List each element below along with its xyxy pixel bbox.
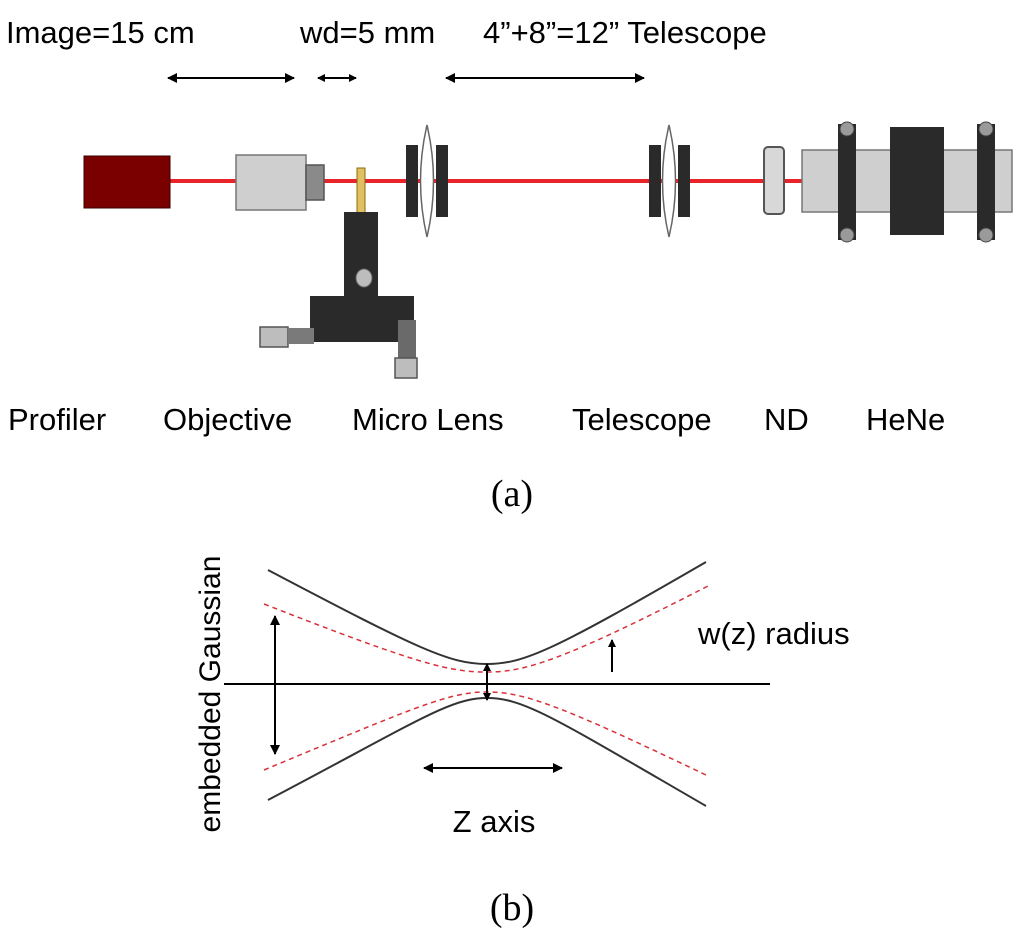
micro-lens-label: Micro Lens — [352, 402, 504, 437]
telescope-distance-label: 4”+8”=12” Telescope — [483, 15, 767, 50]
embedded-gaussian-lower — [263, 691, 709, 777]
objective-icon — [235, 154, 325, 211]
hene-label: HeNe — [866, 402, 945, 437]
profiler-block — [83, 155, 171, 209]
hene-laser-icon — [801, 121, 1013, 243]
beam-envelope-lower — [267, 696, 707, 807]
panel-a: Image=15 cm wd=5 mm 4”+8”=12” Telescope — [6, 15, 1013, 515]
telescope-lens-2-icon — [649, 124, 690, 238]
panel-b: embedded Gaussian w(z) radius Z axis (b) — [194, 556, 850, 929]
nd-filter-icon — [763, 146, 785, 215]
panel-b-caption: (b) — [490, 887, 534, 929]
embedded-gaussian-label: embedded Gaussian — [194, 556, 227, 833]
panel-a-caption: (a) — [491, 473, 533, 515]
image-distance-label: Image=15 cm — [6, 15, 195, 50]
objective-label: Objective — [163, 402, 292, 437]
nd-label: ND — [764, 402, 809, 437]
micro-lens-stage-icon — [259, 167, 418, 379]
radius-label: w(z) radius — [697, 616, 850, 651]
profiler-label: Profiler — [8, 402, 106, 437]
beam-envelope-upper — [267, 561, 707, 666]
z-axis-label: Z axis — [453, 804, 536, 839]
working-distance-label: wd=5 mm — [299, 15, 435, 50]
telescope-label: Telescope — [572, 402, 712, 437]
telescope-lens-1-icon — [406, 124, 448, 238]
